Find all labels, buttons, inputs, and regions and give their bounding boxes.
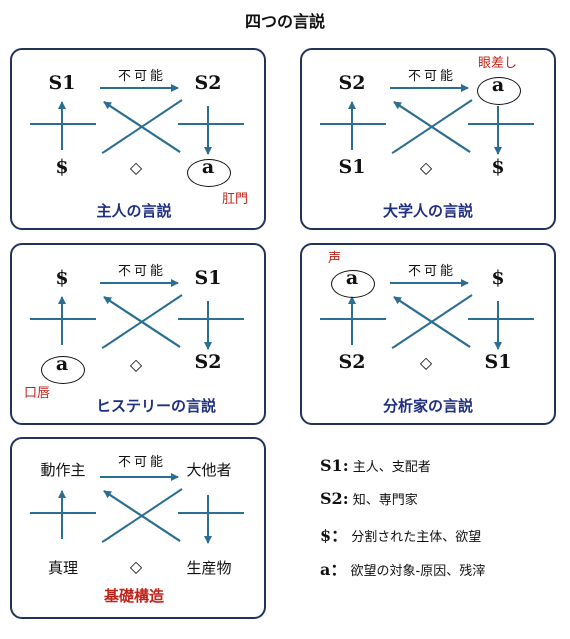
caption-basic-structure: 基礎構造 [103, 587, 164, 605]
diamond-symbol: ◇ [419, 158, 433, 177]
impossible-label: 不可能 [117, 264, 166, 279]
term-bottom-right: $ [491, 156, 505, 178]
caption-university: 大学人の言説 [382, 202, 473, 220]
legend-text: 主人、支配者 [352, 460, 431, 475]
caption-hysteric: ヒステリーの言説 [95, 397, 216, 415]
term-top-left: S1 [48, 72, 76, 94]
diag-plain [393, 296, 471, 348]
term-top-left: $ [55, 267, 69, 289]
note-anus: 肛門 [222, 192, 249, 207]
term-bottom-right: S2 [194, 351, 222, 373]
diag-descending-end [101, 540, 105, 543]
diamond-symbol: ◇ [129, 557, 143, 576]
term-bottom-right: a [201, 156, 215, 178]
legend-text: 欲望の対象-原因、残滓 [350, 564, 486, 579]
caption-analyst: 分析家の言説 [382, 397, 473, 415]
discourse-diagram-lines [30, 84, 244, 155]
diag-plain [103, 490, 181, 542]
object-a-oval [477, 77, 521, 105]
diamond-symbol: ◇ [129, 158, 143, 177]
term-top-left: S2 [338, 72, 366, 94]
term-agent: 動作主 [40, 461, 86, 479]
diag-descending-end [101, 346, 105, 349]
term-bottom-right: S1 [484, 351, 512, 373]
term-bottom-left: S1 [338, 156, 366, 178]
diag-descending [103, 488, 183, 542]
diag-descending [103, 294, 183, 348]
discourse-diagram-lines [30, 473, 244, 544]
caption-master: 主人の言説 [96, 202, 172, 220]
panel-hysteric-discourse: $ 不可能 S1 a 口唇 ◇ S2 ヒステリーの言説 [10, 243, 266, 425]
term-bottom-left: S2 [338, 351, 366, 373]
discourse-diagram-lines [320, 279, 534, 350]
impossible-label: 不可能 [407, 264, 456, 279]
impossible-label: 不可能 [117, 455, 166, 470]
diag-plain [103, 101, 181, 153]
term-bottom-left: $ [55, 156, 69, 178]
diag-descending [393, 294, 473, 348]
legend-key: S1: [320, 456, 349, 475]
object-a-oval [331, 270, 375, 298]
term-bottom-left: a [55, 353, 69, 375]
term-other: 大他者 [186, 461, 232, 479]
term-top-right: S2 [194, 72, 222, 94]
legend-s2: S2: 知、専門家 [320, 489, 418, 508]
diamond-symbol: ◇ [419, 353, 433, 372]
legend-text: 分割された主体、欲望 [351, 530, 482, 545]
term-top-right: S1 [194, 267, 222, 289]
term-product: 生産物 [186, 559, 232, 577]
legend-text: 知、専門家 [352, 493, 418, 508]
legend-object-a: a： 欲望の対象-原因、残滓 [320, 556, 485, 580]
diag-descending-end [391, 151, 395, 154]
term-top-right: $ [491, 267, 505, 289]
note-lips: 口唇 [24, 386, 51, 401]
diamond-symbol: ◇ [129, 355, 143, 374]
object-a-oval [187, 159, 231, 187]
term-top-left: a [345, 267, 359, 289]
diag-descending-end [101, 151, 105, 154]
panel-university-discourse: S2 不可能 a 眼差し S1 ◇ $ 大学人の言説 [300, 48, 556, 230]
legend-key: a： [320, 560, 347, 579]
legend-barred-s: $： 分割された主体、欲望 [320, 522, 481, 546]
impossible-label: 不可能 [117, 69, 166, 84]
panel-master-discourse: S1 不可能 S2 $ ◇ a 肛門 主人の言説 [10, 48, 266, 230]
legend-key: S2: [320, 489, 349, 508]
note-gaze: 眼差し [478, 56, 518, 71]
diag-descending [103, 99, 183, 153]
legend-s1: S1: 主人、支配者 [320, 456, 431, 475]
term-top-right: a [491, 74, 505, 96]
discourse-diagram-lines [320, 84, 534, 155]
note-voice: 声 [328, 251, 342, 266]
object-a-oval [41, 356, 85, 384]
legend-key: $： [320, 526, 348, 545]
diag-descending-end [391, 346, 395, 349]
diag-plain [393, 101, 471, 153]
impossible-label: 不可能 [407, 69, 456, 84]
term-truth: 真理 [47, 559, 78, 577]
discourse-diagram-lines [30, 279, 244, 350]
panel-basic-structure: 動作主 不可能 大他者 真理 ◇ 生産物 基礎構造 [10, 437, 266, 619]
page-title: 四つの言説 [244, 12, 325, 31]
diag-descending [393, 99, 473, 153]
diag-plain [103, 296, 181, 348]
panel-analyst-discourse: 声 a 不可能 $ S2 ◇ S1 分析家の言説 [300, 243, 556, 425]
